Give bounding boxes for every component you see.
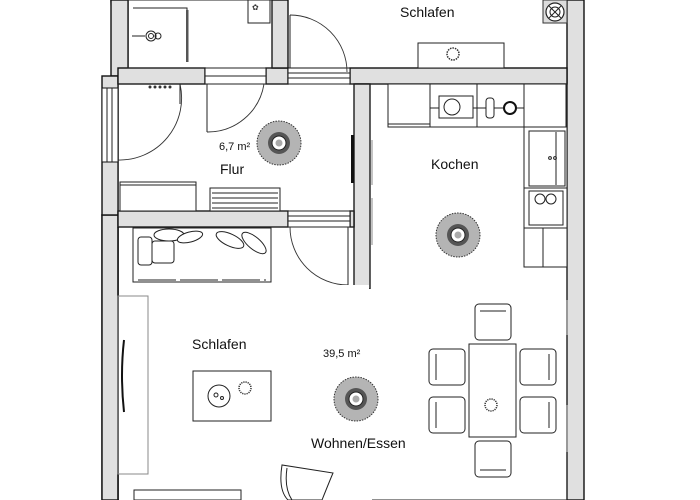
chair [519, 348, 557, 386]
outer-wall-left-upper [110, 0, 129, 77]
dining-table [468, 343, 517, 438]
outer-wall-left-lower [101, 214, 119, 500]
microwave-icon [438, 95, 474, 119]
coffee-table [192, 370, 272, 422]
door-swings [117, 14, 349, 286]
coffee-machine-icon [503, 101, 517, 115]
chair [428, 348, 466, 386]
plant-icon [484, 398, 498, 412]
bathroom: ✿ [127, 0, 273, 69]
wardrobe-handle [121, 339, 125, 413]
dining-set [428, 303, 557, 478]
wall-flur-bottom-left [117, 210, 289, 228]
bed [133, 489, 242, 500]
door-swing-schlafen [289, 226, 349, 286]
wall-flur-kitchen [353, 83, 371, 290]
bench [119, 181, 197, 212]
sofa [132, 227, 272, 283]
wall-top-right [349, 67, 568, 85]
chair [474, 440, 512, 478]
chair [519, 396, 557, 434]
wall-flur-bottom-right [349, 210, 355, 228]
shoe-rack [209, 187, 281, 212]
room-label-kochen: Kochen [431, 156, 478, 172]
sink-icon [528, 130, 566, 187]
door-thresholds [101, 67, 351, 228]
door-swing-schlafen-top [289, 14, 348, 73]
plant-icon [446, 47, 460, 61]
stove-icon [528, 190, 564, 226]
kettle-icon [485, 97, 495, 119]
wardrobe [117, 295, 149, 475]
room-label-wohnen-essen: Wohnen/Essen [311, 435, 406, 451]
dresser [417, 42, 505, 69]
room-label-schlafen-top: Schlafen [400, 4, 454, 20]
chair [474, 303, 512, 341]
door-swing-entry [117, 83, 183, 161]
plant-icon: ✿ [252, 3, 259, 12]
room-wohnen: Schlafen 39,5 m² Wohnen/Essen [117, 226, 406, 500]
room-area-wohnen: 39,5 m² [323, 348, 361, 360]
room-schlafen-top: Schlafen [400, 0, 568, 69]
ceiling-lamp-icon [435, 212, 481, 258]
room-kochen: Kochen [369, 83, 568, 500]
room-label-schlafen: Schlafen [192, 336, 246, 352]
outer-wall-right [566, 0, 585, 500]
ceiling-lamp-icon [333, 376, 379, 422]
chair [428, 396, 466, 434]
room-area-flur: 6,7 m² [219, 141, 251, 153]
wall-bath-flur-2 [265, 67, 289, 85]
wall-bath-flur [117, 67, 206, 85]
walls [101, 0, 585, 500]
wall-bath-right [271, 0, 289, 69]
ceiling-lamp-icon [256, 120, 302, 166]
armchair [280, 464, 334, 500]
room-flur: 6,7 m² Flur [117, 83, 355, 212]
door-swing-bath [206, 83, 265, 133]
room-label-flur: Flur [220, 161, 244, 177]
